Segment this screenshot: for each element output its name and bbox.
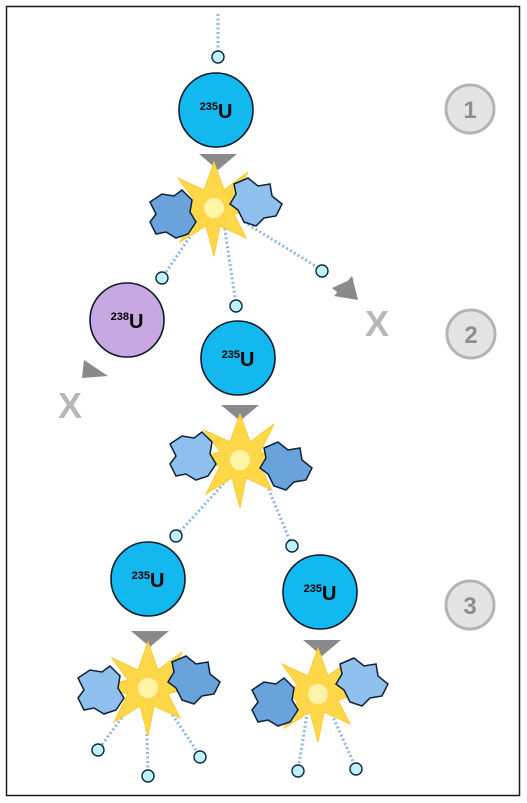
neutron-icon bbox=[155, 271, 169, 285]
nucleus-u235: 235U bbox=[282, 554, 358, 630]
svg-text:235U: 235U bbox=[304, 583, 337, 605]
fragment-icon bbox=[229, 177, 283, 227]
neutron-icon bbox=[229, 299, 243, 313]
neutron-icon bbox=[291, 764, 305, 778]
fragment-icon bbox=[77, 665, 125, 715]
step-badge-2: 2 bbox=[445, 308, 497, 360]
diagram-border bbox=[5, 5, 521, 797]
step-badge-3: 3 bbox=[444, 579, 496, 631]
element-symbol: U bbox=[322, 583, 336, 605]
arrow-diagonal-icon bbox=[82, 360, 108, 378]
mass-number: 235 bbox=[132, 570, 150, 582]
fragment-icon bbox=[251, 677, 299, 727]
arrow-down-icon bbox=[303, 640, 341, 656]
mass-number: 238 bbox=[111, 311, 129, 323]
element-symbol: U bbox=[150, 570, 164, 592]
fragment-icon bbox=[169, 431, 217, 481]
fission-3 bbox=[77, 641, 221, 737]
step-number: 1 bbox=[463, 97, 476, 124]
mass-number: 235 bbox=[222, 349, 240, 361]
missed-marker: X bbox=[365, 303, 389, 344]
fission-4 bbox=[251, 647, 389, 743]
svg-text:238U: 238U bbox=[111, 311, 144, 333]
mass-number: 235 bbox=[200, 101, 218, 113]
arrow-diagonal-icon bbox=[332, 276, 358, 300]
neutron-icon bbox=[193, 750, 207, 764]
step-number: 2 bbox=[464, 322, 477, 349]
nucleus-u238: 238U bbox=[89, 282, 165, 358]
step-badge-1: 1 bbox=[444, 83, 496, 135]
nucleus-u235: 235U bbox=[178, 72, 254, 148]
element-symbol: U bbox=[129, 311, 143, 333]
neutron-icon bbox=[211, 50, 225, 64]
neutron-icon bbox=[141, 769, 155, 783]
fission-2 bbox=[169, 413, 313, 509]
nucleus-u235: 235U bbox=[200, 320, 276, 396]
neutron-icon bbox=[285, 539, 299, 553]
neutron-icon bbox=[349, 762, 363, 776]
svg-text:235U: 235U bbox=[132, 570, 165, 592]
svg-text:235U: 235U bbox=[200, 101, 233, 123]
mass-number: 235 bbox=[304, 583, 322, 595]
missed-marker: X bbox=[58, 385, 82, 426]
neutron-icon bbox=[91, 743, 105, 757]
element-symbol: U bbox=[218, 101, 232, 123]
element-symbol: U bbox=[240, 349, 254, 371]
step-number: 3 bbox=[463, 593, 476, 620]
neutrons bbox=[91, 50, 363, 783]
nucleus-u235: 235U bbox=[110, 541, 186, 617]
fission-1 bbox=[149, 161, 283, 257]
fragment-icon bbox=[167, 655, 221, 705]
neutron-icon bbox=[169, 529, 183, 543]
arrow-down-icon bbox=[199, 154, 237, 170]
neutron-icon bbox=[315, 264, 329, 278]
fragment-icon bbox=[149, 189, 197, 239]
arrows bbox=[82, 154, 358, 656]
svg-text:235U: 235U bbox=[222, 349, 255, 371]
arrow-down-icon bbox=[131, 631, 169, 647]
